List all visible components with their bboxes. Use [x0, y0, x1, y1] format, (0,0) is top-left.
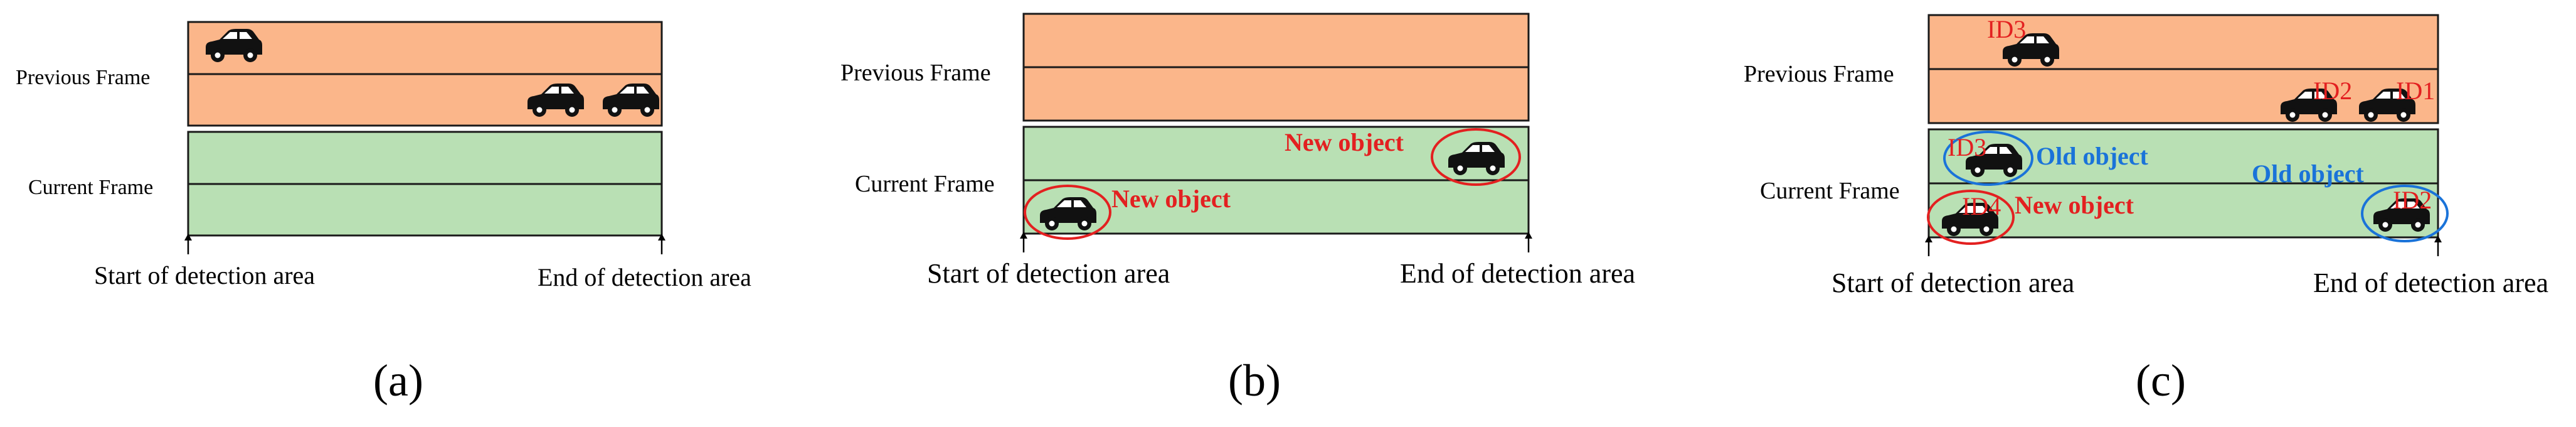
caption-a: (a) — [373, 355, 423, 406]
end-arrow-icon — [2434, 235, 2442, 242]
previous-frame-label: Previous Frame — [1744, 61, 1894, 87]
id-label: ID1 — [2396, 77, 2435, 105]
end-of-detection-area-label: End of detection area — [2313, 268, 2548, 298]
caption-b: (b) — [1228, 355, 1281, 406]
old-object-ring — [1943, 131, 2033, 186]
end-of-detection-area-label: End of detection area — [538, 263, 751, 291]
new-object-label: New object — [1111, 185, 1231, 213]
previous-frame-label: Previous Frame — [840, 60, 991, 86]
panel-c: Previous Frame Current Frame ID3 ID2 ID1… — [1744, 14, 2548, 406]
start-of-detection-area-label: Start of detection area — [94, 261, 315, 289]
end-arrow-icon — [658, 234, 665, 241]
caption-c: (c) — [2136, 355, 2186, 406]
panel-a: Previous Frame Current Frame Start of de… — [16, 21, 751, 406]
end-of-detection-area-label: End of detection area — [1400, 258, 1635, 289]
start-arrow-icon — [184, 234, 192, 241]
old-object-label: Old object — [2252, 159, 2365, 188]
current-frame-label: Current Frame — [1760, 178, 1900, 204]
end-arrow-icon — [1525, 232, 1532, 239]
id-label: ID2 — [2313, 77, 2352, 105]
start-arrow-icon — [1925, 235, 1932, 242]
start-of-detection-area-label: Start of detection area — [927, 258, 1170, 289]
id-label: ID3 — [1948, 133, 1986, 161]
id-label: ID4 — [1962, 192, 2001, 220]
id-label: ID2 — [2393, 186, 2432, 214]
current-frame-label: Current Frame — [28, 176, 153, 199]
current-frame-label: Current Frame — [855, 171, 995, 197]
new-object-label: New object — [1285, 128, 1404, 156]
new-object-ring — [1431, 128, 1521, 186]
new-object-ring — [1024, 185, 1111, 240]
id-label: ID3 — [1987, 15, 2026, 43]
start-of-detection-area-label: Start of detection area — [1831, 268, 2074, 298]
previous-frame-label: Previous Frame — [16, 66, 150, 89]
panel-b: Previous Frame Current Frame New object … — [840, 13, 1635, 406]
old-object-label: Old object — [2036, 142, 2149, 170]
new-object-label: New object — [2015, 191, 2134, 219]
old-object-ring — [2361, 185, 2449, 242]
start-arrow-icon — [1020, 232, 1027, 239]
new-object-ring — [1927, 190, 2015, 245]
